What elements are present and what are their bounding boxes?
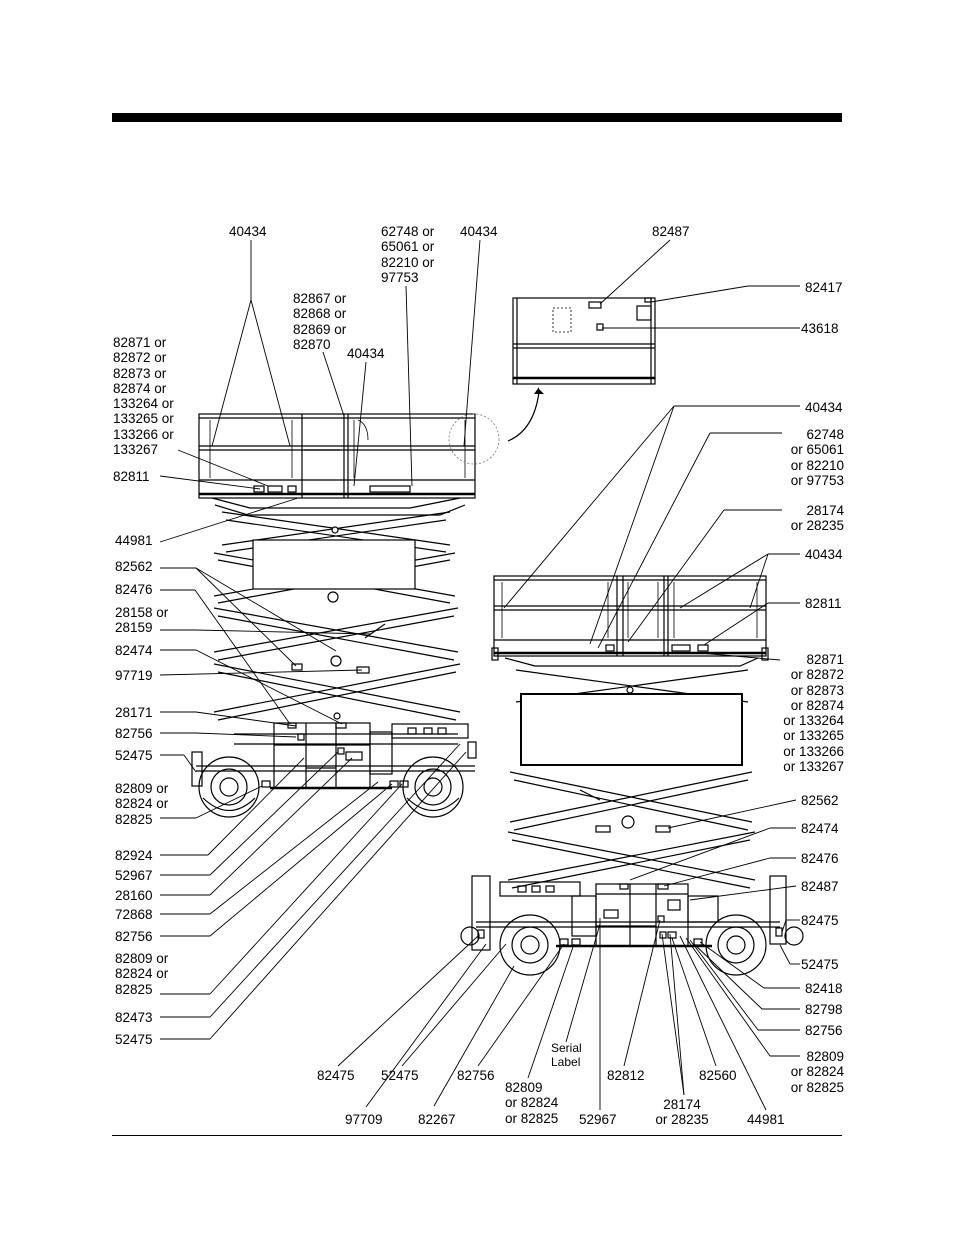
label-28160: 28160 — [115, 888, 153, 903]
label-72868: 72868 — [115, 907, 153, 922]
label-52475: 52475 — [381, 1068, 419, 1083]
label-82809-group: 82809 or 82824 or 82825 — [115, 951, 169, 997]
label-40434: 40434 — [229, 224, 267, 239]
label-52475: 52475 — [115, 1032, 153, 1047]
label-28174-group: 28174 or 28235 — [655, 1097, 709, 1128]
label-82476: 82476 — [801, 851, 839, 866]
label-82809-group: 82809 or 82824 or 82825 — [115, 781, 169, 827]
label-97719: 97719 — [115, 668, 153, 683]
label-82756: 82756 — [457, 1068, 495, 1083]
label-82871-group: 82871 or 82872 or 82873 or 82874 or 1332… — [783, 652, 844, 775]
label-82812: 82812 — [607, 1068, 645, 1083]
label-40434: 40434 — [460, 224, 498, 239]
label-43618: 43618 — [801, 321, 839, 336]
right-machine-chassis — [460, 875, 804, 976]
label-82475: 82475 — [801, 913, 839, 928]
label-28171: 28171 — [115, 705, 153, 720]
footer-rule — [112, 1135, 842, 1136]
label-44981: 44981 — [115, 533, 153, 548]
label-82418: 82418 — [805, 981, 843, 996]
label-62748-group: 62748 or 65061 or 82210 or 97753 — [790, 427, 844, 488]
label-82809-group: 82809 or 82824 or 82825 — [505, 1080, 559, 1126]
label-40434: 40434 — [805, 400, 843, 415]
right-machine-platform — [491, 575, 769, 667]
label-82476: 82476 — [115, 582, 153, 597]
label-82871-group: 82871 or 82872 or 82873 or 82874 or 1332… — [113, 335, 174, 458]
label-52967: 52967 — [579, 1112, 617, 1127]
header-rule — [112, 113, 842, 122]
label-82811: 82811 — [805, 596, 842, 611]
label-82267: 82267 — [418, 1112, 456, 1127]
label-28158-group: 28158 or 28159 — [115, 605, 169, 636]
label-82475: 82475 — [317, 1068, 355, 1083]
label-40434: 40434 — [347, 346, 385, 361]
label-serial: Serial Label — [551, 1041, 582, 1069]
label-82562: 82562 — [115, 559, 153, 574]
label-82417: 82417 — [805, 280, 843, 295]
label-82809-group: 82809 or 82824 or 82825 — [790, 1049, 844, 1095]
label-28174-group: 28174 or 28235 — [790, 503, 844, 534]
guardrail-detail-inset — [507, 297, 656, 442]
left-machine-chassis — [191, 722, 477, 818]
right-scissor-stack — [507, 669, 756, 889]
left-scissor-stack — [213, 511, 461, 745]
label-82756: 82756 — [805, 1023, 843, 1038]
label-82473: 82473 — [115, 1010, 153, 1025]
label-82811: 82811 — [113, 469, 150, 484]
label-62748-group: 62748 or 65061 or 82210 or 97753 — [381, 224, 435, 285]
label-82487: 82487 — [652, 224, 690, 239]
label-82487: 82487 — [801, 879, 839, 894]
label-82474: 82474 — [801, 821, 839, 836]
label-82756: 82756 — [115, 929, 153, 944]
label-82798: 82798 — [805, 1002, 843, 1017]
label-82924: 82924 — [115, 848, 153, 863]
label-82867-group: 82867 or 82868 or 82869 or 82870 — [293, 291, 347, 352]
label-44981: 44981 — [747, 1112, 785, 1127]
label-52475: 52475 — [801, 957, 839, 972]
label-82562: 82562 — [801, 793, 839, 808]
label-82756: 82756 — [115, 726, 153, 741]
label-97709: 97709 — [345, 1112, 383, 1127]
label-52475: 52475 — [115, 748, 153, 763]
left-machine-platform — [198, 413, 500, 516]
label-82474: 82474 — [115, 643, 153, 658]
label-82560: 82560 — [699, 1068, 737, 1083]
label-40434: 40434 — [805, 547, 843, 562]
label-52967: 52967 — [115, 868, 153, 883]
leader-lines — [159, 239, 800, 1111]
